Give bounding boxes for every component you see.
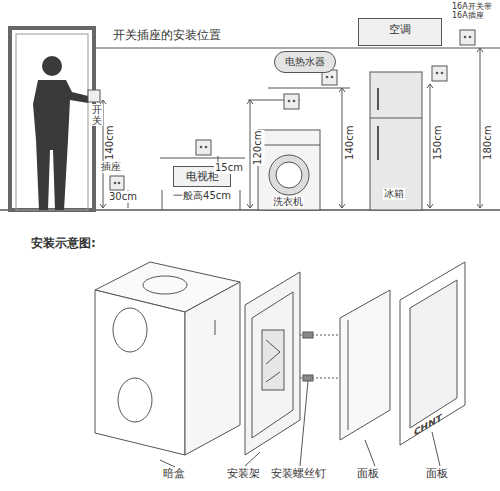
appliance-label: 洗衣机 xyxy=(272,196,304,208)
note: 16A开关带16A插座 xyxy=(451,3,497,21)
air-conditioner: 空调 xyxy=(358,18,442,46)
part-name: 面板 xyxy=(425,468,449,481)
socket-label: 插座 xyxy=(100,161,122,173)
dimension: 15cm xyxy=(214,162,244,174)
dimension: 140cm xyxy=(344,125,356,161)
dimension: 140cm xyxy=(104,125,116,161)
dimension: 180cm xyxy=(482,125,494,161)
node-subtext: 一般高45cm xyxy=(173,189,231,203)
water-heater: 电热水器 xyxy=(274,51,336,73)
part-name: 暗盒 xyxy=(162,468,186,481)
title: 开关插座的安装位置 xyxy=(112,29,222,43)
dimension: 120cm xyxy=(252,130,264,166)
switch-label: 开关 xyxy=(91,104,103,126)
node-text: 电热水器 xyxy=(274,51,336,73)
appliance-label: 冰箱 xyxy=(383,188,405,200)
part-name: 安装架 xyxy=(226,468,261,481)
node-text: 空调 xyxy=(358,18,442,46)
dimension: 30cm xyxy=(108,191,138,203)
section-heading: 安装示意图: xyxy=(30,237,97,251)
part-name: 面板 xyxy=(356,468,380,481)
dimension: 150cm xyxy=(432,125,444,161)
part-name: 安装螺丝钉 xyxy=(270,468,327,481)
